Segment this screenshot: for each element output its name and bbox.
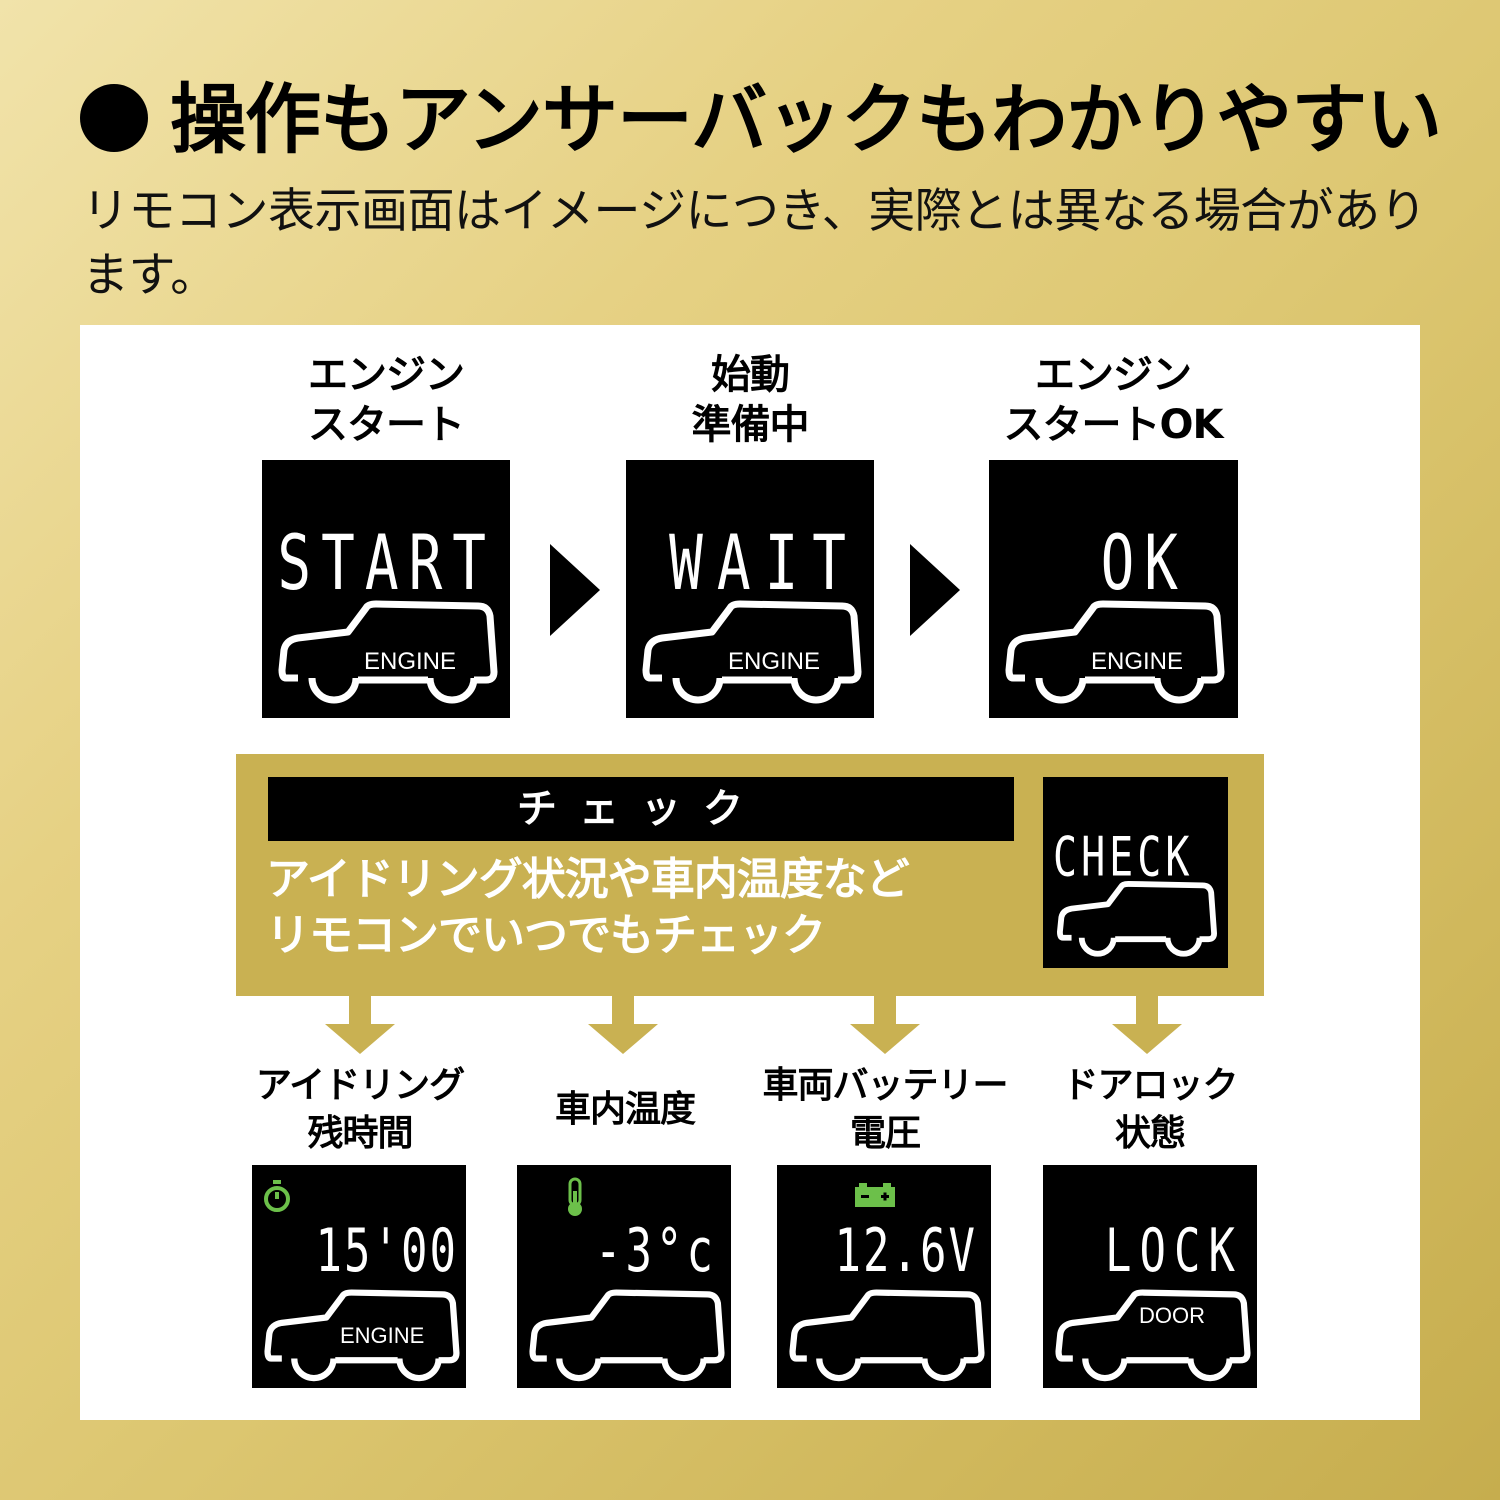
page-title-text: 操作もアンサーバックもわかりやすい	[170, 75, 1442, 164]
check-heading: チェック	[268, 777, 1014, 841]
status-label-door-lock: ドアロック 状態	[1062, 1065, 1238, 1154]
lcd-text: 12.6V	[834, 1217, 977, 1286]
check-description: アイドリング状況や車内温度など リモコンでいつでもチェック	[266, 854, 910, 961]
car-label: ENGINE	[728, 648, 821, 675]
car-icon	[642, 600, 862, 704]
car-label: DOOR	[1139, 1303, 1205, 1328]
lcd-text: OK	[1100, 520, 1188, 608]
car-icon	[1057, 881, 1217, 957]
arrow-right-icon	[550, 544, 600, 636]
lcd-text: CHECK	[1053, 827, 1194, 890]
lcd-screen-start: START ENGINE	[262, 460, 510, 718]
thermometer-icon	[568, 1177, 582, 1216]
bullet-icon	[80, 84, 148, 152]
car-icon	[789, 1289, 985, 1382]
lcd-text: WAIT	[669, 520, 860, 608]
status-label-battery: 車両バッテリー 電圧	[762, 1065, 1008, 1154]
arrow-right-icon	[910, 544, 960, 636]
page-title: 操作もアンサーバックもわかりやすい	[80, 70, 1442, 170]
car-label: ENGINE	[1091, 648, 1184, 675]
lcd-screen-check: CHECK	[1043, 777, 1228, 968]
step-label-start: エンジン スタート	[308, 352, 465, 448]
step-label-ok: エンジン スタートOK	[1003, 352, 1224, 448]
lcd-text: 15'00	[315, 1217, 458, 1286]
lcd-screen-ok: OK ENGINE	[989, 460, 1238, 718]
status-label-temperature: 車内温度	[554, 1089, 696, 1130]
disclaimer-note: リモコン表示画面はイメージにつき、実際とは異なる場合があります。	[82, 184, 1427, 303]
car-label: ENGINE	[340, 1323, 425, 1348]
car-label: ENGINE	[364, 648, 457, 675]
lcd-text: START	[277, 520, 496, 608]
stopwatch-icon	[264, 1180, 290, 1212]
battery-icon	[855, 1183, 895, 1207]
lcd-screen-temperature: -3°c	[517, 1165, 731, 1388]
status-label-idling: アイドリング 残時間	[255, 1065, 465, 1154]
lcd-screen-door-lock: LOCK DOOR	[1043, 1165, 1257, 1388]
lcd-screen-wait: WAIT ENGINE	[626, 460, 874, 718]
car-icon	[1005, 600, 1225, 704]
car-icon	[529, 1289, 725, 1382]
car-icon	[1055, 1289, 1251, 1382]
lcd-text: LOCK	[1105, 1217, 1243, 1286]
step-label-wait: 始動 準備中	[691, 352, 810, 448]
car-icon	[264, 1289, 460, 1382]
lcd-text: -3°c	[595, 1217, 717, 1286]
lcd-screen-idling: 15'00 ENGINE	[252, 1165, 466, 1388]
car-icon	[278, 600, 498, 704]
lcd-screen-battery: 12.6V	[777, 1165, 991, 1388]
